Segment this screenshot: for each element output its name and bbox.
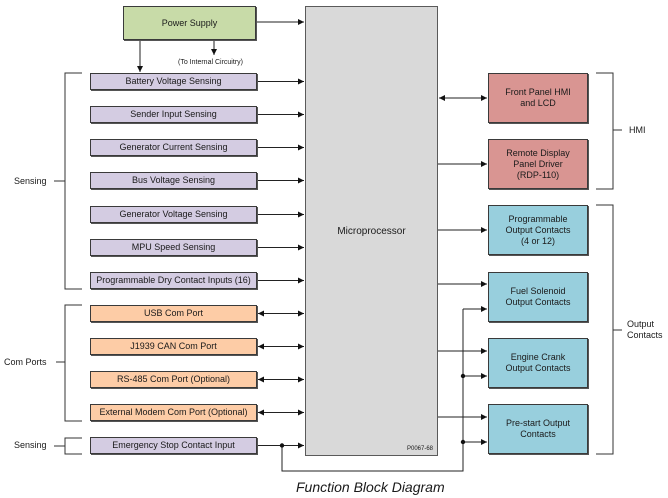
fuel-solenoid-output-label: Fuel Solenoid Output Contacts	[505, 286, 571, 307]
input-block: Programmable Dry Contact Inputs (16)	[90, 272, 257, 289]
programmable-output-contacts-label: Programmable Output Contacts (4 or 12)	[505, 213, 571, 246]
junction-dot	[460, 373, 466, 379]
input-block: Battery Voltage Sensing	[90, 73, 257, 90]
junction-dot	[460, 439, 466, 445]
input-block: Generator Voltage Sensing	[90, 206, 257, 223]
part-number: P0067-68	[407, 446, 434, 452]
power-supply-label: Power Supply	[161, 17, 218, 28]
input-block-label: MPU Speed Sensing	[131, 242, 216, 252]
input-block-label: Emergency Stop Contact Input	[112, 440, 235, 450]
input-block: RS-485 Com Port (Optional)	[90, 371, 257, 388]
prestart-output-block: Pre-start Output Contacts	[488, 404, 588, 454]
group-label-hmi: HMI	[629, 125, 646, 135]
sensing-bracket	[64, 72, 82, 290]
input-block-label: J1939 CAN Com Port	[130, 341, 217, 351]
input-block: MPU Speed Sensing	[90, 239, 257, 256]
front-panel-hmi-block: Front Panel HMI and LCD	[488, 73, 588, 123]
input-block-label: Generator Current Sensing	[119, 142, 228, 152]
internal-circuitry-note: (To Internal Circuitry)	[178, 59, 243, 66]
input-block-label: Bus Voltage Sensing	[131, 175, 216, 185]
remote-display-panel-label: Remote Display Panel Driver (RDP-110)	[506, 147, 570, 180]
hmi-bracket	[596, 72, 614, 190]
input-block: Emergency Stop Contact Input	[90, 437, 257, 454]
input-block: Bus Voltage Sensing	[90, 172, 257, 189]
input-block: External Modem Com Port (Optional)	[90, 404, 257, 421]
diagram-caption: Function Block Diagram	[296, 479, 445, 495]
input-block-label: Sender Input Sensing	[130, 109, 217, 119]
prestart-output-label: Pre-start Output Contacts	[505, 418, 571, 439]
remote-display-panel-block: Remote Display Panel Driver (RDP-110)	[488, 139, 588, 189]
input-block: USB Com Port	[90, 305, 257, 322]
group-label-sensing-bottom: Sensing	[14, 440, 47, 450]
microprocessor-label: Microprocessor	[337, 226, 406, 237]
front-panel-hmi-label: Front Panel HMI and LCD	[505, 87, 571, 108]
programmable-output-contacts-block: Programmable Output Contacts (4 or 12)	[488, 205, 588, 255]
microprocessor-block: Microprocessor	[305, 6, 438, 456]
input-block: Generator Current Sensing	[90, 139, 257, 156]
input-block: Sender Input Sensing	[90, 106, 257, 123]
com-ports-bracket	[64, 304, 82, 422]
junction-dot	[279, 443, 285, 448]
group-label-output-contacts: Output Contacts	[627, 319, 663, 340]
input-block-label: Generator Voltage Sensing	[119, 209, 228, 219]
input-block-label: Programmable Dry Contact Inputs (16)	[96, 275, 251, 285]
input-block-label: Battery Voltage Sensing	[125, 76, 222, 86]
fuel-solenoid-output-block: Fuel Solenoid Output Contacts	[488, 272, 588, 322]
input-block: J1939 CAN Com Port	[90, 338, 257, 355]
group-label-sensing-top: Sensing	[14, 176, 47, 186]
group-label-com-ports: Com Ports	[4, 357, 47, 367]
engine-crank-output-block: Engine Crank Output Contacts	[488, 338, 588, 388]
input-block-label: USB Com Port	[143, 308, 203, 318]
estop-bus-line	[281, 309, 464, 472]
input-block-label: RS-485 Com Port (Optional)	[116, 374, 231, 384]
power-supply-block: Power Supply	[123, 6, 256, 40]
sensing-estop-bracket	[64, 437, 82, 455]
input-block-label: External Modem Com Port (Optional)	[99, 407, 248, 417]
engine-crank-output-label: Engine Crank Output Contacts	[505, 352, 571, 373]
output-contacts-bracket	[596, 204, 614, 455]
